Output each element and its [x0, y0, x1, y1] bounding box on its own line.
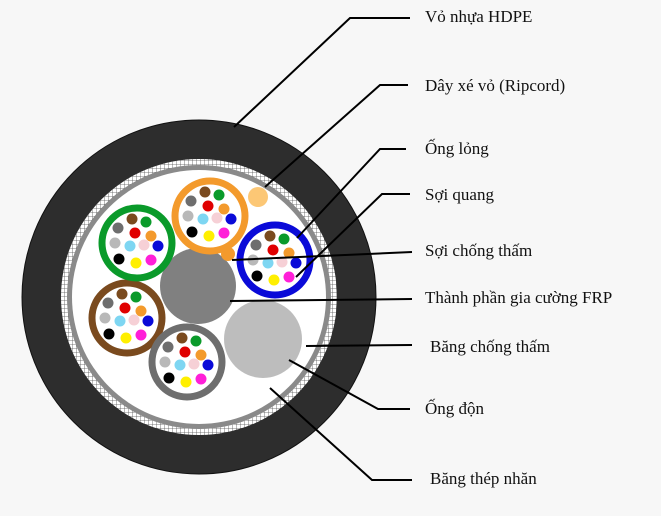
- label-filler-rod: Ống độn: [425, 399, 485, 418]
- optical-fiber: [145, 230, 157, 242]
- optical-fiber: [278, 233, 290, 245]
- optical-fiber: [202, 359, 214, 371]
- optical-fiber: [114, 315, 126, 327]
- label-hdpe-sheath: Vỏ nhựa HDPE: [425, 7, 532, 26]
- optical-fiber: [211, 212, 223, 224]
- optical-fiber: [199, 186, 211, 198]
- leader-line-loose-tube: [296, 148, 406, 239]
- label-loose-tube: Ống lỏng: [425, 139, 489, 158]
- optical-fiber: [159, 356, 171, 368]
- optical-fiber: [283, 271, 295, 283]
- loose-tube: [148, 323, 226, 401]
- label-corrugated-steel-tape: Băng thép nhăn: [430, 469, 537, 488]
- optical-fiber: [176, 332, 188, 344]
- optical-fiber: [130, 291, 142, 303]
- optical-fiber: [116, 288, 128, 300]
- ripcord: [248, 187, 268, 207]
- optical-fiber: [124, 240, 136, 252]
- optical-fiber: [262, 257, 274, 269]
- optical-fiber: [145, 254, 157, 266]
- leader-line-water-blocking-yarn: [231, 251, 413, 261]
- optical-fiber: [268, 274, 280, 286]
- optical-fiber: [174, 359, 186, 371]
- leader-line-hdpe-sheath: [233, 17, 410, 128]
- label-water-blocking-yarn: Sợi chống thấm: [425, 241, 532, 260]
- optical-fiber: [152, 240, 164, 252]
- optical-fiber: [102, 297, 114, 309]
- optical-fiber: [182, 210, 194, 222]
- optical-fiber: [218, 227, 230, 239]
- filler-rod: [224, 300, 302, 378]
- optical-fiber: [290, 257, 302, 269]
- optical-fiber: [99, 312, 111, 324]
- optical-fiber: [120, 332, 132, 344]
- leader-line-water-blocking-tape: [305, 344, 413, 347]
- leader-line-corrugated-steel-tape: [269, 387, 412, 481]
- optical-fiber: [203, 230, 215, 242]
- optical-fiber: [119, 302, 131, 314]
- leader-lines: [229, 17, 413, 481]
- leader-line-filler-rod: [288, 359, 410, 410]
- label-frp-strength-member: Thành phần gia cường FRP: [425, 288, 612, 307]
- optical-fiber: [225, 213, 237, 225]
- optical-fiber: [142, 315, 154, 327]
- optical-fiber: [179, 346, 191, 358]
- optical-fiber: [140, 216, 152, 228]
- cable: [21, 119, 377, 475]
- optical-fiber: [138, 239, 150, 251]
- label-optical-fiber: Sợi quang: [425, 185, 494, 204]
- optical-fiber: [267, 244, 279, 256]
- optical-fiber: [180, 376, 192, 388]
- optical-fiber: [213, 189, 225, 201]
- optical-fiber: [135, 305, 147, 317]
- optical-fiber: [283, 247, 295, 259]
- optical-fiber: [264, 230, 276, 242]
- frp-strength-member: [160, 248, 236, 324]
- loose-tube: [88, 279, 166, 357]
- optical-fiber: [250, 239, 262, 251]
- optical-fiber: [197, 213, 209, 225]
- optical-fiber: [276, 256, 288, 268]
- optical-fiber: [130, 257, 142, 269]
- optical-fiber: [126, 213, 138, 225]
- optical-fiber: [185, 195, 197, 207]
- optical-fiber: [103, 328, 115, 340]
- label-ripcord: Dây xé vỏ (Ripcord): [425, 76, 565, 95]
- optical-fiber: [195, 373, 207, 385]
- optical-fiber: [195, 349, 207, 361]
- leader-line-optical-fiber: [295, 193, 410, 278]
- leader-line-ripcord: [264, 84, 408, 188]
- optical-fiber: [135, 329, 147, 341]
- optical-fiber: [129, 227, 141, 239]
- label-water-blocking-tape: Băng chống thấm: [430, 337, 550, 356]
- optical-fiber: [188, 358, 200, 370]
- optical-fiber: [162, 341, 174, 353]
- optical-fiber: [113, 253, 125, 265]
- optical-fiber: [109, 237, 121, 249]
- leader-line-frp-strength-member: [229, 298, 413, 302]
- optical-fiber: [186, 226, 198, 238]
- loose-tube: [171, 177, 249, 255]
- optical-fiber: [202, 200, 214, 212]
- optical-fiber: [163, 372, 175, 384]
- labels: Vỏ nhựa HDPE Dây xé vỏ (Ripcord) Ống lỏngS…: [425, 7, 612, 488]
- optical-fiber: [251, 270, 263, 282]
- optical-fiber: [190, 335, 202, 347]
- optical-fiber: [218, 203, 230, 215]
- optical-fiber: [128, 314, 140, 326]
- loose-tube: [98, 204, 176, 282]
- optical-fiber: [112, 222, 124, 234]
